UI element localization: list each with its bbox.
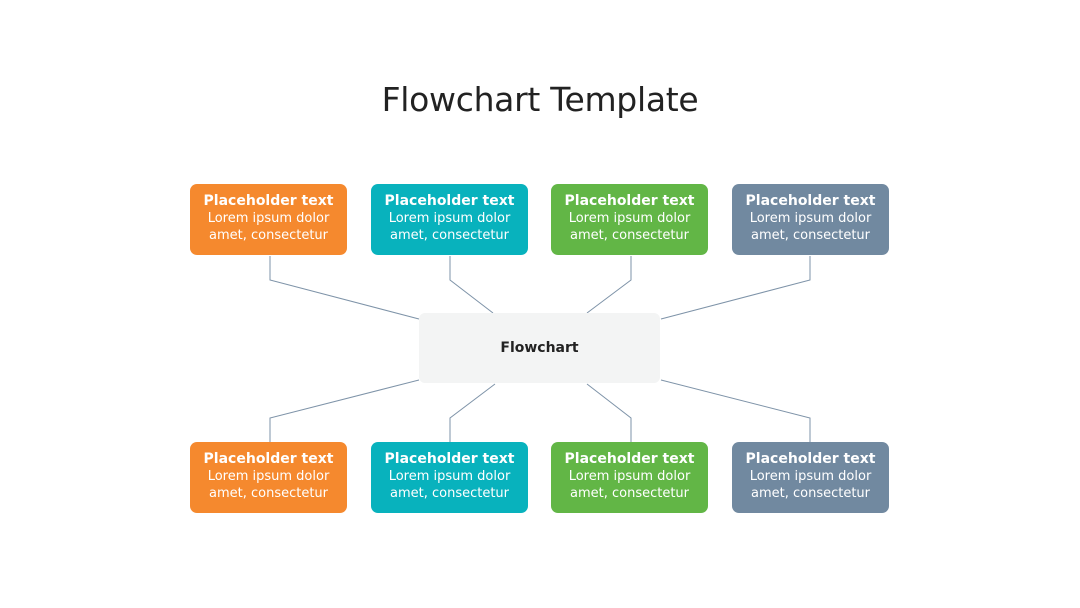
top-node-2: Placeholder text Lorem ipsum dolor amet,… — [371, 184, 528, 255]
connector-top-2 — [449, 256, 494, 314]
connector-top-4 — [660, 256, 811, 320]
bottom-node-3: Placeholder text Lorem ipsum dolor amet,… — [551, 442, 708, 513]
node-title: Placeholder text — [564, 193, 695, 209]
top-node-4: Placeholder text Lorem ipsum dolor amet,… — [732, 184, 889, 255]
connector-top-1 — [269, 256, 420, 320]
node-title: Placeholder text — [203, 193, 334, 209]
node-body: Lorem ipsum dolor amet, consectetur — [749, 469, 872, 501]
connector-bottom-2 — [449, 383, 496, 442]
bottom-node-2: Placeholder text Lorem ipsum dolor amet,… — [371, 442, 528, 513]
node-body: Lorem ipsum dolor amet, consectetur — [749, 211, 872, 243]
node-title: Placeholder text — [745, 451, 876, 467]
page-title: Flowchart Template — [381, 80, 699, 119]
bottom-node-4: Placeholder text Lorem ipsum dolor amet,… — [732, 442, 889, 513]
connector-top-3 — [586, 256, 632, 314]
node-body: Lorem ipsum dolor amet, consectetur — [207, 469, 330, 501]
node-title: Placeholder text — [384, 193, 515, 209]
connector-bottom-4 — [660, 379, 811, 442]
top-node-3: Placeholder text Lorem ipsum dolor amet,… — [551, 184, 708, 255]
node-title: Placeholder text — [203, 451, 334, 467]
node-body: Lorem ipsum dolor amet, consectetur — [207, 211, 330, 243]
node-title: Placeholder text — [564, 451, 695, 467]
node-body: Lorem ipsum dolor amet, consectetur — [568, 211, 691, 243]
node-body: Lorem ipsum dolor amet, consectetur — [388, 469, 511, 501]
bottom-node-1: Placeholder text Lorem ipsum dolor amet,… — [190, 442, 347, 513]
node-body: Lorem ipsum dolor amet, consectetur — [568, 469, 691, 501]
center-node-label: Flowchart — [500, 340, 579, 356]
node-title: Placeholder text — [384, 451, 515, 467]
node-body: Lorem ipsum dolor amet, consectetur — [388, 211, 511, 243]
center-node: Flowchart — [419, 313, 660, 383]
node-title: Placeholder text — [745, 193, 876, 209]
top-node-1: Placeholder text Lorem ipsum dolor amet,… — [190, 184, 347, 255]
connector-bottom-3 — [586, 383, 632, 442]
connector-bottom-1 — [269, 379, 420, 442]
